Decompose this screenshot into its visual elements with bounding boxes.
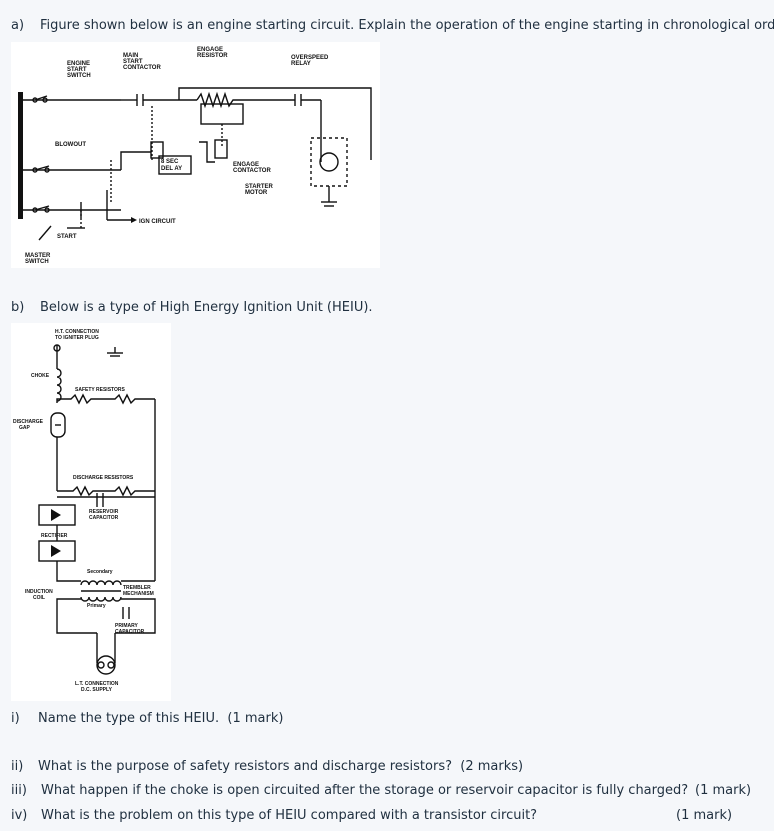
question-ii-marks: (2 marks) [460,759,524,774]
label-rectifier: RECTIFIER [41,533,68,539]
label-engage-resistor-1: ENGAGE [197,47,223,53]
label-safety-resistors: SAFETY RESISTORS [75,387,125,393]
question-i: i) Name the type of this HEIU. (1 mark) [11,711,283,726]
label-ht-connection-2: TO IGNITER PLUG [55,335,99,341]
label-ht-connection-1: H.T. CONNECTION [55,329,99,335]
label-main-start-contactor-1: MAIN [123,53,138,59]
label-sec-delay-1: 8 SEC [161,159,179,165]
label-induction-coil-2: COIL [33,595,45,601]
question-iii: iii) What happen if the choke is open cir… [11,783,688,798]
engine-starting-circuit-figure: ENGAGE RESISTOR MAIN START CONTACTOR ENG… [11,42,380,268]
question-i-number: i) [11,711,20,726]
label-lt-connection-2: D.C. SUPPLY [81,687,113,693]
question-iv: iv) What is the problem on this type of H… [11,808,537,823]
label-main-start-contactor-3: CONTACTOR [123,65,161,71]
part-b-label: b) [11,300,25,315]
label-engine-start-switch-3: SWITCH [67,73,91,79]
question-ii-number: ii) [11,759,24,774]
part-b-question: b) Below is a type of High Energy Ignitio… [11,300,373,315]
heiu-figure: H.T. CONNECTION TO IGNITER PLUG CHOKE SA… [11,323,171,701]
question-i-marks: (1 mark) [227,711,284,726]
label-starter-motor-1: STARTER [245,184,274,190]
label-discharge-gap-2: GAP [19,425,31,431]
label-starter-motor-2: MOTOR [245,190,268,196]
part-b-text: Below is a type of High Energy Ignition … [40,300,373,315]
heiu-diagram: H.T. CONNECTION TO IGNITER PLUG CHOKE SA… [13,329,156,693]
part-a-question: a) Figure shown below is an engine starti… [11,18,774,33]
label-reservoir-capacitor-2: CAPACITOR [89,515,119,521]
label-sec-delay-2: DEL AY [161,166,182,172]
question-iii-marks: (1 mark) [695,783,752,798]
part-a-text: Figure shown below is an engine starting… [40,18,774,33]
question-ii-text: What is the purpose of safety resistors … [38,759,452,774]
label-choke: CHOKE [31,373,50,379]
question-ii: ii) What is the purpose of safety resisto… [11,759,523,774]
label-engage-contactor-2: CONTACTOR [233,168,271,174]
label-primary-capacitor-1: PRIMARY [115,623,139,629]
label-main-start-contactor-2: START [123,59,143,65]
label-primary-capacitor-2: CAPACITOR [115,629,145,635]
label-engine-start-switch-2: START [67,67,87,73]
label-engine-start-switch-1: ENGINE [67,61,90,67]
engine-starting-circuit-diagram: ENGAGE RESISTOR MAIN START CONTACTOR ENG… [18,47,372,265]
label-blowout: BLOWOUT [55,142,86,148]
label-trembler-mechanism-1: TREMBLER [123,585,151,591]
question-iv-marks: (1 mark) [676,808,733,823]
question-iii-number: iii) [11,783,27,798]
question-iv-number: iv) [11,808,28,823]
question-i-text: Name the type of this HEIU. [38,711,220,726]
label-primary: Primary [87,603,106,609]
label-trembler-mechanism-2: MECHANISM [123,591,154,597]
label-ign-circuit: IGN CIRCUIT [139,219,176,225]
label-discharge-gap-1: DISCHARGE [13,419,44,425]
label-engage-resistor-2: RESISTOR [197,53,228,59]
label-secondary: Secondary [87,569,113,575]
label-reservoir-capacitor-1: RESERVOIR [89,509,119,515]
label-lt-connection-1: L.T. CONNECTION [75,681,119,687]
label-overspeed-relay-2: RELAY [291,61,311,67]
question-iii-text: What happen if the choke is open circuit… [41,783,689,798]
label-induction-coil-1: INDUCTION [25,589,53,595]
part-a-label: a) [11,18,25,33]
label-master-switch-2: SWITCH [25,259,49,265]
label-master-switch-1: MASTER [25,253,51,259]
label-engage-contactor-1: ENGAGE [233,162,259,168]
label-discharge-resistors: DISCHARGE RESISTORS [73,475,134,481]
label-start: START [57,234,77,240]
question-iv-text: What is the problem on this type of HEIU… [41,808,538,823]
label-overspeed-relay-1: OVERSPEED [291,55,329,61]
